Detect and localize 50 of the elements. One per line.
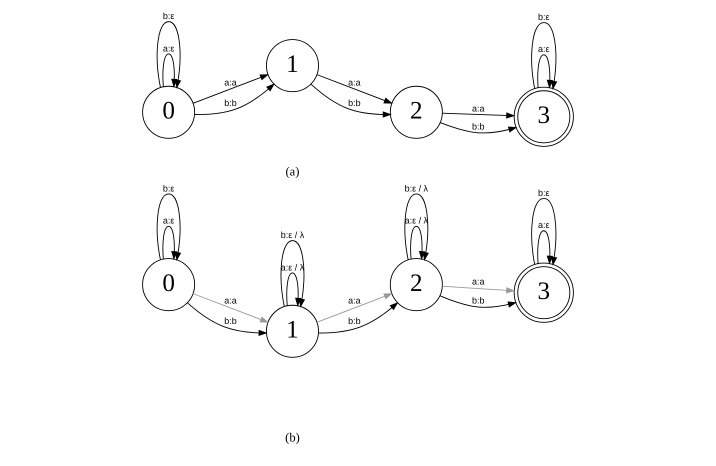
- edge-label: b:b: [472, 295, 485, 306]
- edge-label: a:a: [472, 276, 485, 287]
- edge-label: a:a: [224, 77, 237, 88]
- label: (a): [286, 164, 300, 179]
- arrow: [162, 226, 178, 260]
- arrow: [192, 293, 269, 323]
- arrow: [156, 194, 182, 262]
- node-circle: 2: [390, 86, 443, 139]
- node-circle: 3: [514, 262, 574, 323]
- label: (b): [285, 430, 300, 444]
- arrow: [537, 54, 553, 89]
- arrow: [194, 83, 275, 115]
- arrow: [440, 122, 518, 134]
- arrow: [192, 74, 269, 104]
- arrow: [410, 226, 426, 260]
- edge-label: a:a: [348, 295, 361, 306]
- edge-label: b:ε: [538, 12, 550, 22]
- edge-label: a:ε: [538, 220, 550, 230]
- node-circle: 3: [514, 86, 574, 147]
- arrow: [310, 84, 392, 118]
- edge-label: b:b: [472, 121, 485, 132]
- arrow: [442, 286, 516, 294]
- edge-label: a:a: [472, 103, 485, 114]
- node-circle: 0: [142, 86, 196, 139]
- edge-label: b:b: [224, 316, 237, 326]
- arrow: [442, 112, 516, 119]
- arrow: [318, 302, 398, 334]
- edge-label: b:b: [348, 316, 361, 326]
- edge-label: a:a: [348, 77, 361, 88]
- edge-label: b:ε / λ: [404, 183, 428, 194]
- node-circle: 1: [266, 304, 319, 358]
- edge-label: b:ε: [162, 10, 174, 21]
- arrow: [316, 74, 393, 104]
- arrow: [404, 194, 429, 262]
- edge-label: b:ε: [162, 183, 174, 194]
- edge-label: a:ε: [162, 43, 174, 54]
- arrow: [537, 230, 553, 265]
- arrow: [316, 293, 393, 323]
- edge-label: a:a: [224, 295, 237, 306]
- edge-label: b:ε: [538, 188, 550, 198]
- edge-label: b:ε / λ: [280, 230, 304, 240]
- edge-label: a:ε: [538, 44, 550, 54]
- edge-label: b:b: [348, 98, 361, 108]
- arrow: [531, 198, 558, 266]
- node-circle: 0: [142, 258, 196, 312]
- arrow: [187, 302, 268, 336]
- arrow: [440, 295, 517, 308]
- edge-label: a:ε: [162, 216, 174, 226]
- arrow: [531, 22, 558, 90]
- edge-label: b:b: [224, 98, 237, 108]
